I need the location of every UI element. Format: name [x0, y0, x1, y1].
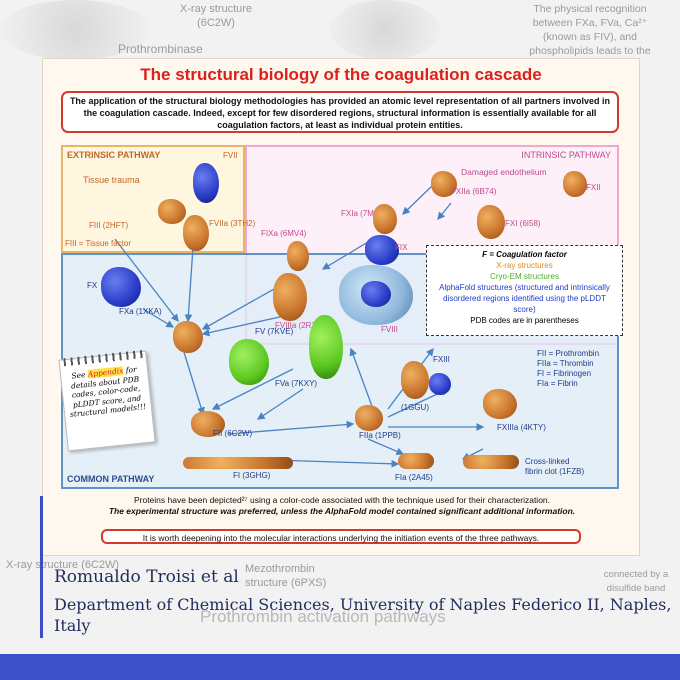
- label-fiii: FIII (2HFT): [89, 221, 129, 230]
- label-tissue-trauma: Tissue trauma: [83, 175, 140, 185]
- protein-fxiii: [401, 361, 429, 399]
- definition-fi: FI = Fibrinogen: [537, 369, 592, 378]
- protein-fxiii-b: [429, 373, 451, 395]
- label-fiia: FIIa (1PPB): [359, 431, 401, 440]
- legend-pdb-codes: PDB codes are in parentheses: [470, 316, 579, 325]
- label-fviiia: FVIIIa (2R7E): [275, 321, 324, 330]
- depiction-note-line2: The experimental structure was preferred…: [108, 506, 576, 516]
- bg-xray-bottom: X-ray structure (6C2W): [6, 559, 120, 571]
- label-fxa: FXa (1XKA): [119, 307, 162, 316]
- intrinsic-pathway-label: INTRINSIC PATHWAY: [521, 150, 611, 160]
- protein-fx: [101, 267, 141, 307]
- protein-fix: [365, 235, 399, 265]
- label-fxii: FXII: [586, 183, 601, 192]
- protein-fxiiia: [483, 389, 517, 419]
- protein-fibrin-clot: [463, 455, 519, 469]
- bg-structure-blob: [0, 0, 150, 60]
- label-fxiii: FXIII: [433, 355, 450, 364]
- depiction-note: Proteins have been depicted²⁷ using a co…: [97, 495, 587, 517]
- label-fibrin-clot: Cross-linked fibrin clot (1FZB): [525, 457, 585, 476]
- extrinsic-pathway-label: EXTRINSIC PATHWAY: [67, 150, 161, 160]
- bg-disulfide: connected by a disulfide band: [603, 569, 669, 594]
- bg-prothrombinase-label: Prothrombinase: [118, 42, 203, 56]
- protein-fi: [183, 457, 293, 469]
- label-fviia: FVIIa (3TH2): [209, 219, 256, 228]
- label-fv: FV (7KVE): [255, 327, 294, 336]
- protein-fixa: [287, 241, 309, 271]
- depiction-note-line1: Proteins have been depicted²⁷ using a co…: [133, 495, 551, 505]
- protein-fviii-core: [361, 281, 391, 307]
- label-fxiia: FXIIa (6B74): [451, 187, 497, 196]
- protein-fxa: [173, 321, 203, 353]
- protein-fva: [229, 339, 269, 385]
- bg-description: The physical recognition between FXa, FV…: [529, 3, 651, 57]
- label-fxi: FXI (6I58): [505, 219, 541, 228]
- label-fix: FIX: [395, 243, 408, 252]
- label-fia: FIa (2A45): [395, 473, 433, 482]
- bg-structure-blob: [330, 0, 440, 60]
- protein-fvii: [193, 163, 219, 203]
- legend-alphafold: AlphaFold structures (structured and int…: [439, 283, 610, 314]
- pathway-arrows: [114, 169, 485, 468]
- protein-fiia: [355, 405, 383, 431]
- definition-fiia: FIIa = Thrombin: [537, 359, 594, 368]
- label-fiii-definition: FIII = Tissue factor: [65, 239, 132, 248]
- affiliation: Department of Chemical Sciences, Univers…: [54, 595, 672, 635]
- definitions-list: FII = Prothrombin FIIa = Thrombin FI = F…: [537, 349, 599, 389]
- label-damaged-endothelium: Damaged endothelium: [461, 167, 547, 177]
- author-name: Romualdo Troisi et al: [54, 567, 239, 587]
- definition-fia: FIa = Fibrin: [537, 379, 578, 388]
- legend-coagulation-factor: F = Coagulation factor: [482, 250, 567, 259]
- label-fii: FII (6C2W): [213, 429, 253, 438]
- protein-fxii: [563, 171, 587, 197]
- coagulation-figure: The structural biology of the coagulatio…: [42, 58, 640, 556]
- label-fviii: FVIII: [381, 325, 398, 334]
- protein-fxiia: [431, 171, 457, 197]
- protein-fxi: [477, 205, 505, 239]
- label-fi: FI (3GHG): [233, 471, 271, 480]
- bg-mezothrombin: Mezothrombin structure (6PXS): [245, 563, 327, 589]
- extrinsic-pathway-panel: EXTRINSIC PATHWAY: [61, 145, 245, 253]
- figure-title: The structural biology of the coagulatio…: [140, 65, 542, 84]
- legend-xray: X-ray structures: [496, 261, 553, 270]
- label-fxia: FXIa (7MBO): [341, 209, 389, 218]
- protein-fiii: [158, 199, 186, 224]
- final-note-box: It is worth deepening into the molecular…: [101, 529, 581, 544]
- label-iggu: (1GGU): [401, 403, 429, 412]
- common-pathway-label: COMMON PATHWAY: [67, 474, 155, 484]
- label-fx: FX: [87, 281, 98, 290]
- label-fva: FVa (7KXY): [275, 379, 318, 388]
- protein-fviiia: [273, 273, 307, 321]
- label-fxiiia: FXIIIa (4KTY): [497, 423, 546, 432]
- definition-fii: FII = Prothrombin: [537, 349, 600, 358]
- appendix-note: See Appendix for details about PDB codes…: [58, 349, 156, 452]
- protein-fviia: [183, 215, 209, 251]
- legend-cryoem: Cryo-EM structures: [490, 272, 559, 281]
- bg-xray-label: X-ray structure (6C2W): [179, 3, 253, 29]
- legend-box: F = Coagulation factor X-ray structures …: [426, 245, 623, 336]
- protein-fxia: [373, 204, 397, 234]
- label-fvii: FVII: [223, 151, 238, 160]
- bg-slide-title: Prothrombin activation pathways: [200, 607, 446, 626]
- footer-bar: [0, 654, 680, 680]
- intro-box: The application of the structural biolog…: [61, 91, 619, 133]
- accent-bar: [40, 496, 43, 638]
- label-fixa: FIXa (6MV4): [261, 229, 307, 238]
- protein-fia: [398, 453, 434, 469]
- protein-fv: [309, 315, 343, 379]
- protein-fii: [191, 411, 225, 437]
